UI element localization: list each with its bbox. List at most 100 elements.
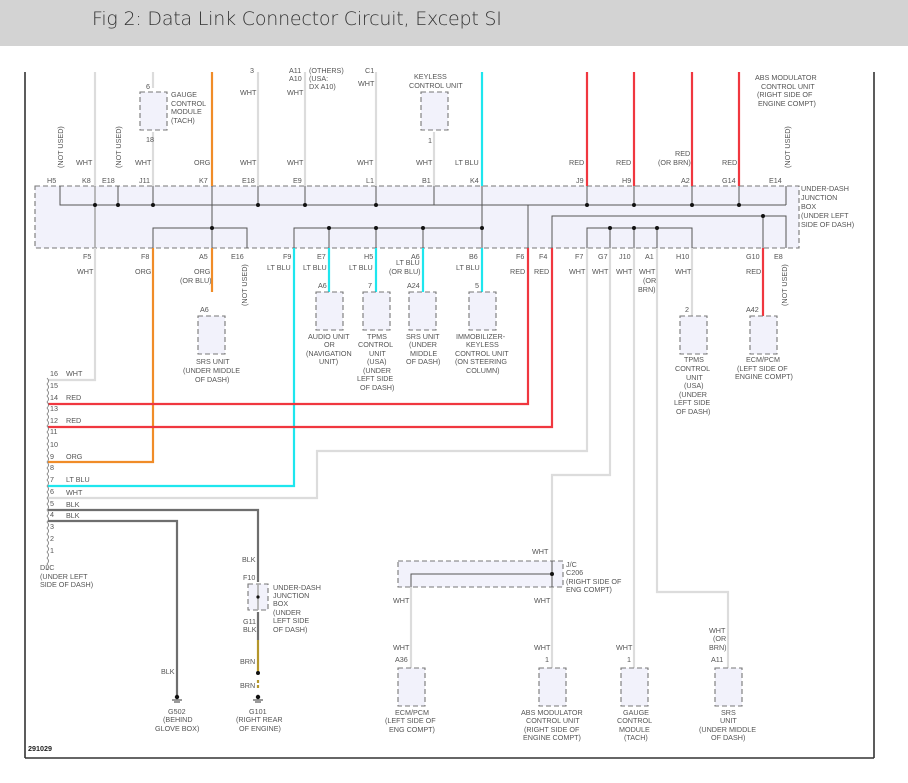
svg-text:(UNDER: (UNDER	[409, 340, 437, 349]
immobilizer-top[interactable]	[420, 91, 449, 131]
tpms-unit-2[interactable]	[679, 315, 708, 355]
svg-text:A1: A1	[645, 252, 654, 261]
srs-unit-a11[interactable]	[714, 667, 743, 707]
svg-text:WHT: WHT	[616, 643, 633, 652]
svg-text:(BEHIND: (BEHIND	[163, 715, 193, 724]
svg-text:F7: F7	[575, 252, 583, 261]
svg-text:CONTROL: CONTROL	[675, 364, 710, 373]
jc-internal	[410, 561, 553, 587]
svg-text:WHT: WHT	[675, 267, 692, 276]
svg-text:ORG: ORG	[66, 452, 83, 461]
svg-text:G11: G11	[243, 617, 256, 626]
audio-unit[interactable]	[315, 291, 344, 331]
svg-text:OF DASH): OF DASH)	[360, 383, 394, 392]
svg-text:ENGINE COMPT): ENGINE COMPT)	[758, 99, 816, 108]
svg-text:7: 7	[368, 281, 372, 290]
svg-text:ECM/PCM: ECM/PCM	[395, 708, 429, 717]
svg-text:L1: L1	[366, 176, 374, 185]
svg-text:H10: H10	[676, 252, 689, 261]
svg-text:RED: RED	[534, 267, 549, 276]
svg-text:(UNDER MIDDLE: (UNDER MIDDLE	[699, 725, 756, 734]
abs-modulator-bottom[interactable]	[538, 667, 567, 707]
svg-text:RED: RED	[66, 416, 81, 425]
svg-text:4: 4	[50, 510, 54, 519]
svg-text:10: 10	[50, 440, 58, 449]
svg-text:JUNCTION: JUNCTION	[273, 591, 309, 600]
ecm-pcm-a42[interactable]	[749, 315, 778, 355]
svg-text:LT BLU: LT BLU	[455, 158, 479, 167]
svg-text:GAUGE: GAUGE	[623, 708, 649, 717]
svg-text:ORG: ORG	[135, 267, 152, 276]
bottom-pin-labels: F5 F8 A5 E16 F9 E7 H5 A6 B6 F6 F4 F7 G7 …	[83, 252, 783, 261]
svg-text:H9: H9	[622, 176, 631, 185]
svg-text:WHT: WHT	[66, 369, 83, 378]
svg-text:WHT: WHT	[616, 267, 633, 276]
svg-text:LT BLU: LT BLU	[66, 475, 90, 484]
svg-text:E7: E7	[317, 252, 326, 261]
gauge-module-top[interactable]	[139, 91, 168, 131]
ecm-pcm-a36[interactable]	[397, 667, 426, 707]
svg-text:RED: RED	[722, 158, 737, 167]
svg-text:7: 7	[50, 475, 54, 484]
svg-text:BRN: BRN	[240, 681, 255, 690]
wires-top	[93, 72, 741, 186]
svg-text:A11: A11	[289, 66, 301, 75]
svg-text:UNDER-DASH: UNDER-DASH	[273, 583, 321, 592]
svg-text:(UNDER: (UNDER	[679, 390, 707, 399]
svg-text:(NOT USED): (NOT USED)	[780, 264, 789, 306]
srs-unit-a6[interactable]	[197, 315, 226, 355]
svg-text:J/C: J/C	[566, 560, 577, 569]
svg-text:K8: K8	[82, 176, 91, 185]
svg-text:ORG: ORG	[194, 267, 211, 276]
svg-text:WHT: WHT	[76, 158, 93, 167]
svg-text:OF DASH): OF DASH)	[711, 733, 745, 742]
svg-text:WHT: WHT	[534, 596, 551, 605]
svg-text:A11: A11	[711, 655, 723, 664]
svg-text:WHT: WHT	[534, 643, 551, 652]
srs-unit-a24-label: A24 SRS UNIT (UNDER MIDDLE OF DASH)	[406, 281, 440, 366]
svg-text:A6: A6	[318, 281, 327, 290]
dlc-connector-icon	[46, 377, 49, 571]
svg-text:GLOVE BOX): GLOVE BOX)	[155, 724, 199, 733]
top-pin-labels: H5 K8 E18 J11 K7 E18 E9 L1 B1 K4 J9 H9 A…	[47, 176, 782, 185]
tpms-unit-7[interactable]	[362, 291, 391, 331]
svg-text:WHT: WHT	[77, 267, 94, 276]
svg-text:(UNDER MIDDLE: (UNDER MIDDLE	[183, 366, 240, 375]
svg-text:CONTROL UNIT: CONTROL UNIT	[455, 349, 509, 358]
svg-text:SIDE OF DASH): SIDE OF DASH)	[40, 580, 93, 589]
gauge-module-top-label: 6 18 GAUGE CONTROL MODULE (TACH)	[146, 82, 206, 144]
svg-text:(NAVIGATION: (NAVIGATION	[306, 349, 352, 358]
partial-labels-top: 3 WHT A11 A10 WHT (OTHERS) (USA: DX A10)…	[240, 66, 375, 97]
svg-text:(TACH): (TACH)	[624, 733, 648, 742]
svg-text:BRN: BRN	[240, 657, 255, 666]
bottom-wire-labels: WHT ORG ORG (OR BLU) (NOT USED) LT BLU L…	[77, 258, 789, 306]
svg-text:E16: E16	[231, 252, 244, 261]
junction-box[interactable]	[34, 185, 800, 249]
svg-text:IMMOBILIZER-: IMMOBILIZER-	[456, 332, 506, 341]
svg-text:E18: E18	[102, 176, 115, 185]
svg-text:LT BLU: LT BLU	[396, 258, 420, 267]
junction-box-label: UNDER-DASH JUNCTION BOX (UNDER LEFT SIDE…	[801, 184, 854, 229]
ecm-pcm-a42-label: A42 ECM/PCM (LEFT SIDE OF ENGINE COMPT)	[735, 305, 793, 381]
svg-text:2: 2	[685, 305, 689, 314]
svg-text:SRS UNIT: SRS UNIT	[406, 332, 440, 341]
svg-text:ABS MODULATOR: ABS MODULATOR	[521, 708, 583, 717]
svg-text:F10: F10	[243, 573, 255, 582]
svg-text:OF DASH): OF DASH)	[406, 357, 440, 366]
srs-unit-a24[interactable]	[408, 291, 437, 331]
svg-text:E18: E18	[242, 176, 255, 185]
ground-icon-g502	[172, 694, 182, 703]
svg-text:WHT: WHT	[357, 158, 374, 167]
figure-id: 291029	[28, 744, 52, 753]
immobilizer-unit-5[interactable]	[468, 291, 497, 331]
gauge-module-bottom[interactable]	[620, 667, 649, 707]
svg-text:12: 12	[50, 416, 58, 425]
svg-text:BLK: BLK	[66, 511, 80, 520]
svg-text:13: 13	[50, 404, 58, 413]
svg-text:OF DASH): OF DASH)	[676, 407, 710, 416]
svg-text:G10: G10	[746, 252, 760, 261]
svg-text:ECM/PCM: ECM/PCM	[746, 355, 780, 364]
dlc-pin-labels: 16 WHT 15 14 RED 13 12 RED 11 10 9 ORG 8…	[50, 369, 90, 555]
svg-text:CONTROL UNIT: CONTROL UNIT	[526, 716, 580, 725]
